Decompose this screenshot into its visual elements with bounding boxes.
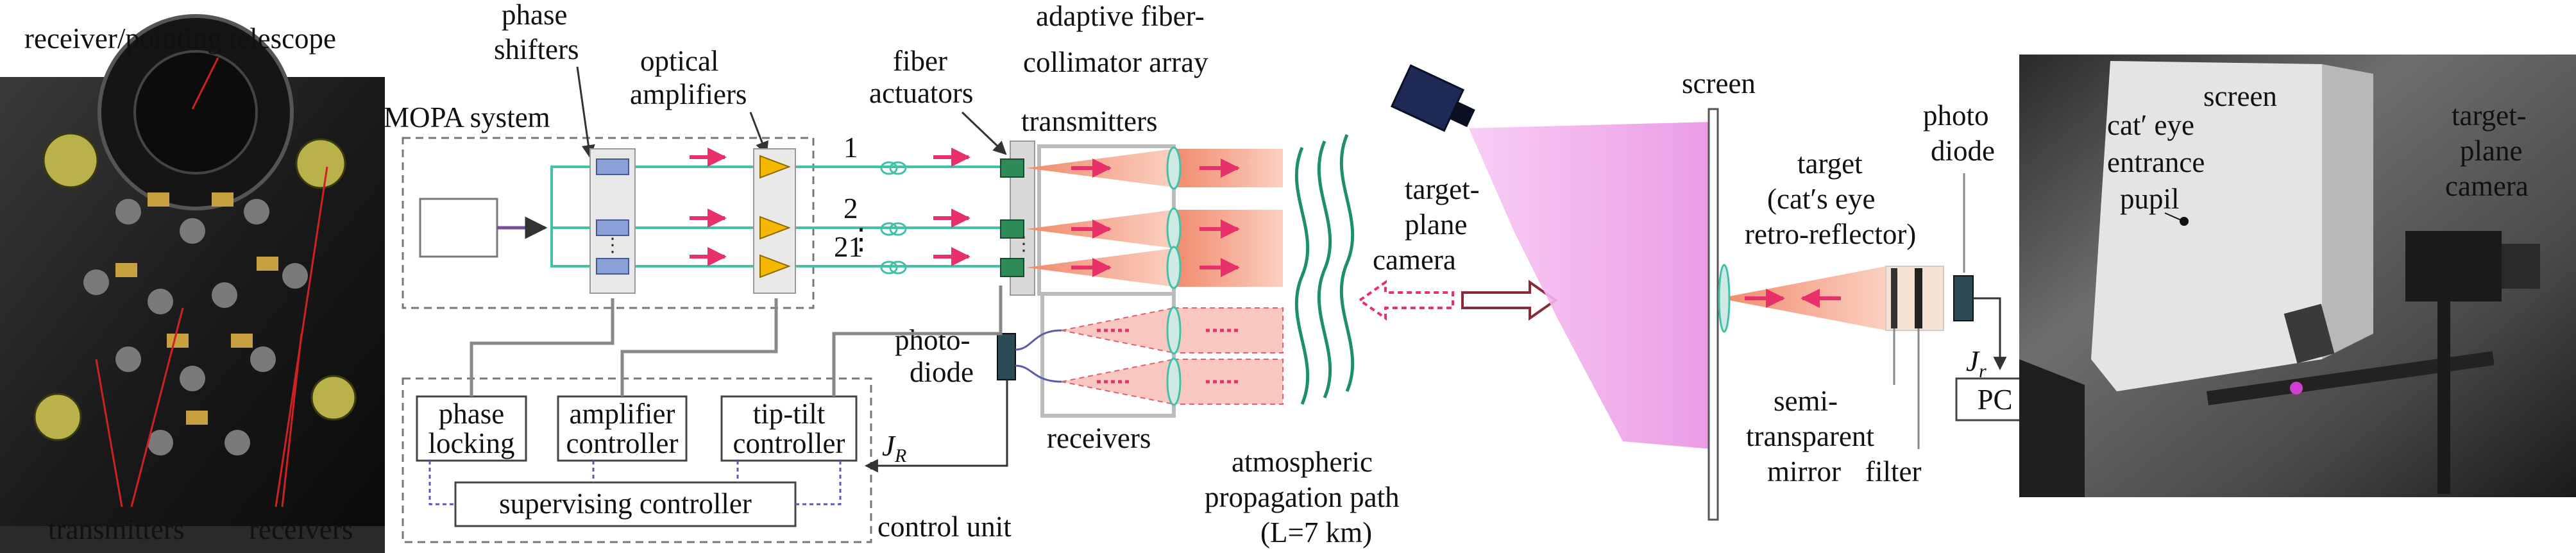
phase-locking-label-line1: phase <box>439 398 504 430</box>
photo-target-plane-camera-label-line1: target- <box>2452 99 2527 132</box>
hardware-photo: receiver/pointing telescope transmitters… <box>0 14 385 553</box>
atmospheric-path-label-line3: (L=7 km) <box>1260 516 1372 549</box>
amplifier-controller-box <box>557 395 688 462</box>
supervising-controller-box <box>454 481 797 527</box>
photo-diode-right-label-line2: diode <box>1931 135 1995 167</box>
atmospheric-path-label-line2: propagation path <box>1205 481 1400 513</box>
j-r-lower-label: Jr <box>1966 345 1987 382</box>
photo-cat-eye-label-line3: pupil <box>2120 183 2180 215</box>
pc-label: PC <box>1977 384 2012 416</box>
photo-diode-right-label-line1: photo <box>1923 99 1989 132</box>
target-plane-camera-label-line3: camera <box>1373 244 1456 276</box>
adaptive-array-label-line3: transmitters <box>1021 105 1157 137</box>
channel-21-label: 21 <box>834 231 863 263</box>
optical-amplifier-array <box>759 155 791 278</box>
filter-label: filter <box>1865 455 1921 488</box>
screen <box>1707 108 1719 521</box>
optical-amplifiers-label-line1: optical <box>640 45 718 77</box>
photo-cat-eye-label-line2: entrance <box>2107 146 2205 178</box>
target-plane: target- plane camera screen target (cat′… <box>1373 64 2035 521</box>
photo-diode-left-label-line1: photo- <box>895 324 970 356</box>
photo-screen-label: screen <box>2203 80 2277 112</box>
adaptive-array-label-line2: collimator array <box>1023 46 1208 78</box>
photo-diode-left-label-line2: diode <box>910 356 974 388</box>
tip-tilt-controller-label-line1: tip-tilt <box>753 398 826 430</box>
photo-diode-left <box>997 333 1016 380</box>
semi-transparent-mirror-label-line2: transparent <box>1746 420 1874 452</box>
photo-diode-right <box>1953 275 1974 321</box>
j-r-label: JR <box>882 430 906 466</box>
optical-amplifiers-label-line2: amplifiers <box>630 78 747 110</box>
lab-photo: cat′ eye entrance pupil screen target- p… <box>2019 55 2576 497</box>
photo-cat-eye-label-line1: cat′ eye <box>2107 109 2194 141</box>
atmospheric-path-label-line1: atmospheric <box>1232 446 1373 478</box>
channel-1-label: 1 <box>843 132 858 164</box>
semi-transparent-mirror-label-line1: semi- <box>1774 385 1838 417</box>
photo-telescope-label: receiver/pointing telescope <box>24 22 336 55</box>
target-label-line1: target <box>1797 148 1863 180</box>
master-oscillator <box>419 198 498 258</box>
target-label-line3: retro-reflector) <box>1745 218 1916 250</box>
adaptive-array-label-line1: adaptive fiber- <box>1036 0 1205 32</box>
screen-label: screen <box>1682 67 1756 99</box>
control-unit-frame <box>402 377 872 543</box>
photo-receivers-label: receivers <box>249 513 353 545</box>
channel-2-label: 2 <box>843 192 858 225</box>
actuator-blocks <box>1000 158 1024 277</box>
mopa-system: MOPA system phase shifters optical ampli… <box>384 0 1001 309</box>
photo-target-plane-camera-label-line3: camera <box>2445 170 2529 202</box>
fiber-actuators-label-line2: actuators <box>869 77 973 109</box>
amplifier-controller-label-line1: amplifier <box>570 398 675 430</box>
adaptive-array: adaptive fiber- collimator array transmi… <box>1021 0 1283 296</box>
supervising-controller-label: supervising controller <box>499 488 752 520</box>
svg-text:⋮: ⋮ <box>603 235 622 256</box>
control-unit: control unit phase locking amplifier con… <box>402 285 1012 543</box>
mopa-system-frame <box>402 137 815 309</box>
amplifier-controller-label-line2: controller <box>566 427 679 459</box>
tip-tilt-controller-box <box>720 395 858 462</box>
svg-text:⋮: ⋮ <box>1014 234 1033 255</box>
semi-transparent-mirror-label-line3: mirror <box>1767 455 1841 488</box>
control-unit-label: control unit <box>877 511 1012 543</box>
target-plane-camera-label-line2: plane <box>1405 208 1467 241</box>
phase-locking-box <box>416 395 527 462</box>
atmospheric-path: atmospheric propagation path (L=7 km) <box>1205 134 1558 549</box>
fiber-actuators: fiber actuators 1 2 ⋮ 21 ⋮ <box>834 45 1035 296</box>
phase-locking-label-line2: locking <box>428 427 515 459</box>
target-label-line2: (cat′s eye <box>1767 183 1876 215</box>
target-plane-camera-label-line1: target- <box>1405 173 1480 205</box>
phase-shifter-array: ⋮ <box>596 158 629 275</box>
mopa-system-label: MOPA system <box>384 101 550 133</box>
channel-dots-label: ⋮ <box>847 223 876 255</box>
phase-shifters-label-line1: phase <box>502 0 567 31</box>
receivers-mid-label: receivers <box>1047 422 1151 454</box>
fiber-actuators-label-line1: fiber <box>893 45 947 77</box>
phase-shifters-label-line2: shifters <box>494 33 579 65</box>
receiver-array: photo- diode receivers <box>895 292 1284 454</box>
target-plane-camera-icon <box>1390 64 1475 132</box>
photo-target-plane-camera-label-line2: plane <box>2460 135 2522 167</box>
tip-tilt-controller-label-line2: controller <box>733 427 845 459</box>
photo-transmitters-label: transmitters <box>48 513 184 545</box>
